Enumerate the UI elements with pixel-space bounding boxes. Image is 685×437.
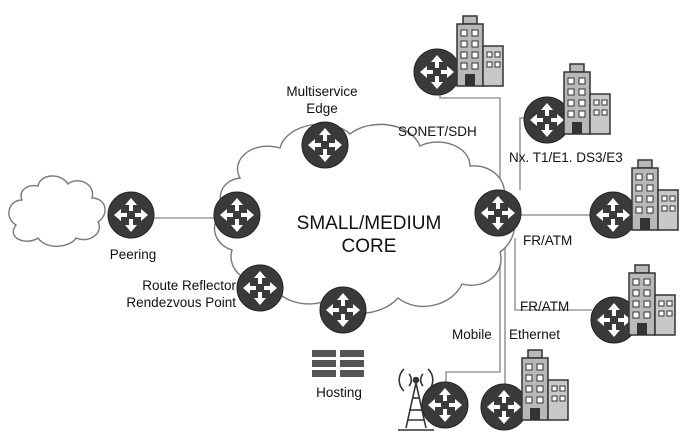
router-icon-ethernet: [480, 383, 528, 431]
label-fr-atm-right: FR/ATM: [523, 233, 572, 248]
router-icon-t1: [523, 96, 571, 144]
router-icon-route-reflector: [236, 264, 284, 312]
label-nx-t1: Nx. T1/E1. DS3/E3: [509, 150, 623, 165]
router-icon-core-left: [213, 191, 261, 239]
router-icon-core-hub: [474, 189, 522, 237]
router-icon-peering: [107, 191, 155, 239]
building-icon-fr-atm-right: [631, 159, 679, 231]
label-hosting: Hosting: [316, 385, 362, 400]
label-multiservice-line1: Multiservice: [286, 84, 357, 99]
building-icon-sonet: [456, 15, 504, 87]
router-icon-fr-atm-right: [589, 191, 637, 239]
label-mobile: Mobile: [452, 327, 492, 342]
label-peering: Peering: [110, 247, 157, 262]
core-title-line2: CORE: [342, 236, 397, 257]
router-icon-core-bottom: [319, 286, 367, 334]
core-title-line1: SMALL/MEDIUM: [297, 213, 442, 234]
building-icon-fr-atm-lower: [628, 264, 676, 336]
router-icon-sonet: [413, 48, 461, 96]
label-multiservice-line2: Edge: [306, 101, 338, 116]
core-cloud-icon: [213, 123, 516, 314]
building-icon-t1: [563, 63, 611, 135]
label-route-reflector: Route Reflector: [142, 278, 236, 293]
label-rendezvous-point: Rendezvous Point: [126, 295, 236, 310]
label-sonet-sdh: SONET/SDH: [398, 124, 477, 139]
label-ethernet: Ethernet: [509, 327, 560, 342]
building-icon-ethernet: [521, 349, 569, 421]
server-rack-icon: [312, 350, 364, 377]
router-icon-multiservice-edge: [301, 121, 349, 169]
tower-icon: [398, 368, 434, 431]
label-fr-atm-lower: FR/ATM: [520, 299, 569, 314]
external-cloud-icon: [8, 175, 106, 247]
